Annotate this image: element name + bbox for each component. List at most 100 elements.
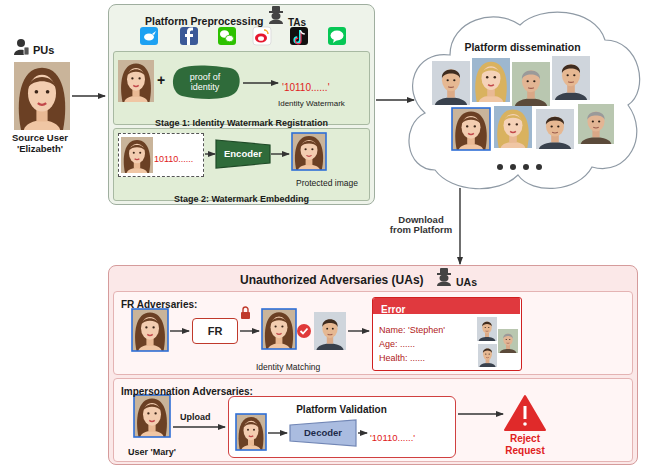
social-app-icons bbox=[295, 31, 301, 44]
input-bundle-box: 10110...... bbox=[118, 133, 204, 177]
user-caption: Source User 'Elizabeth' bbox=[2, 133, 78, 155]
image-caption: Identity Watermark bbox=[278, 99, 345, 108]
social-app-icons bbox=[140, 27, 346, 45]
text-slot: Platform dissemination bbox=[400, 37, 645, 55]
flow-arrow bbox=[72, 95, 105, 96]
text-slot: Identity Watermark bbox=[278, 92, 345, 110]
watermark-bits: 10110...... bbox=[154, 154, 193, 164]
flow-arrow bbox=[271, 153, 289, 154]
agent-icon bbox=[269, 20, 283, 25]
face-photo bbox=[512, 62, 550, 106]
error-title: Error bbox=[381, 304, 405, 316]
agent-icon bbox=[437, 273, 451, 275]
face-photo bbox=[132, 309, 168, 351]
blob-text: proof of identity bbox=[179, 72, 231, 93]
fr-model-box: FR bbox=[192, 318, 238, 344]
text-slot: TAs bbox=[288, 12, 306, 30]
warning-sign bbox=[505, 396, 545, 430]
more-dots bbox=[536, 164, 542, 170]
text-slot: Unauthorized Adversaries (UAs) bbox=[240, 270, 424, 288]
image-caption: Identity Matching bbox=[256, 363, 320, 373]
role-tag: PUs bbox=[33, 44, 54, 57]
social-app-icons bbox=[144, 34, 154, 41]
face-photo bbox=[132, 309, 168, 351]
adversary-band: FR Adversaries: FR ErrorName: 'Stephen' Age… bbox=[113, 291, 633, 375]
text-slot: Protected image bbox=[296, 172, 358, 190]
panel-title: Unauthorized Adversaries (UAs) bbox=[240, 274, 424, 288]
decoder-block: Decoder bbox=[290, 420, 356, 446]
flow-arrow bbox=[348, 330, 369, 331]
leaked-info: Health: ...... bbox=[379, 353, 425, 363]
text-slot: UAs bbox=[456, 272, 477, 290]
arrow-caption: Upload bbox=[180, 412, 211, 422]
social-app-icons bbox=[180, 27, 198, 45]
user-icon bbox=[17, 39, 25, 47]
lock-icon bbox=[241, 307, 250, 319]
flow-arrow bbox=[268, 432, 287, 433]
flow-arrow bbox=[72, 83, 503, 433]
face-photo bbox=[578, 104, 614, 144]
error-box: ErrorName: 'Stephen' Age: ...... Health: .… bbox=[372, 297, 522, 371]
more-dots bbox=[497, 164, 542, 170]
identity-proof-blob: proof of identity bbox=[170, 64, 240, 100]
node-outline bbox=[173, 65, 240, 98]
text-slot: Source User 'Elizabeth' bbox=[2, 133, 78, 156]
watermark-bits: '10110......' bbox=[282, 82, 330, 94]
flow-arrow bbox=[459, 188, 460, 264]
agent-icon bbox=[437, 268, 451, 286]
agent-icon bbox=[272, 6, 280, 12]
text-slot: Health: ...... bbox=[379, 347, 425, 365]
social-app-icons bbox=[333, 39, 337, 43]
role-tag: TAs bbox=[288, 17, 306, 29]
face-photo bbox=[552, 56, 590, 100]
role-tag: UAs bbox=[456, 276, 477, 288]
face-photo bbox=[472, 58, 510, 102]
flow-arrow bbox=[358, 432, 367, 433]
flow-arrow bbox=[205, 153, 215, 154]
face-photo bbox=[452, 108, 490, 150]
text-slot: Name: 'Stephen' bbox=[379, 319, 445, 337]
stage-title: Stage 1: Identity Watermark Registration bbox=[155, 118, 328, 128]
text-slot: 10110...... bbox=[154, 148, 193, 166]
module-name: Decoder bbox=[304, 428, 342, 439]
social-app-icons bbox=[152, 31, 156, 35]
leaked-info: Age: ...... bbox=[379, 339, 415, 349]
band-title: FR Adversaries: bbox=[121, 299, 197, 311]
text-slot: + bbox=[157, 71, 165, 89]
text-slot: Platform Preprocessing bbox=[145, 11, 263, 29]
face-photo bbox=[494, 106, 532, 148]
text-slot: '10110......' bbox=[370, 427, 415, 445]
more-dots bbox=[497, 164, 503, 170]
face-photo bbox=[262, 309, 296, 349]
flow-arrow bbox=[170, 330, 189, 331]
validation-box: Platform ValidationDecoder bbox=[228, 396, 456, 458]
text-slot: Age: ...... bbox=[379, 333, 415, 351]
social-app-icons bbox=[220, 30, 229, 38]
agent-icon bbox=[272, 13, 281, 20]
social-app-icons bbox=[290, 27, 308, 45]
face-photo bbox=[134, 395, 170, 437]
face-photo bbox=[292, 133, 326, 170]
user-icon bbox=[24, 47, 29, 55]
more-dots bbox=[523, 164, 529, 170]
dissemination-cloud: Platform dissemination bbox=[400, 5, 645, 195]
user-icon bbox=[14, 39, 29, 55]
social-app-icons bbox=[253, 27, 271, 45]
text-slot: User 'Mary' bbox=[128, 441, 176, 459]
band-title: Impersonation Adversaries: bbox=[121, 386, 253, 398]
panel-title: Platform Preprocessing bbox=[145, 15, 263, 27]
agent-icon bbox=[269, 11, 283, 13]
match-check bbox=[297, 324, 311, 338]
social-app-icons bbox=[226, 35, 234, 42]
flow-arrow bbox=[240, 330, 259, 331]
plus-sign: + bbox=[157, 72, 165, 88]
stage-band: Stage 2: Watermark Embedding10110......E… bbox=[113, 128, 370, 201]
node-outline bbox=[409, 12, 640, 189]
face-photo bbox=[432, 61, 470, 105]
node-outline bbox=[290, 420, 356, 446]
text-slot: PUs bbox=[33, 40, 54, 58]
face-photo bbox=[236, 414, 266, 450]
watermark-bits: '10110......' bbox=[370, 433, 415, 444]
